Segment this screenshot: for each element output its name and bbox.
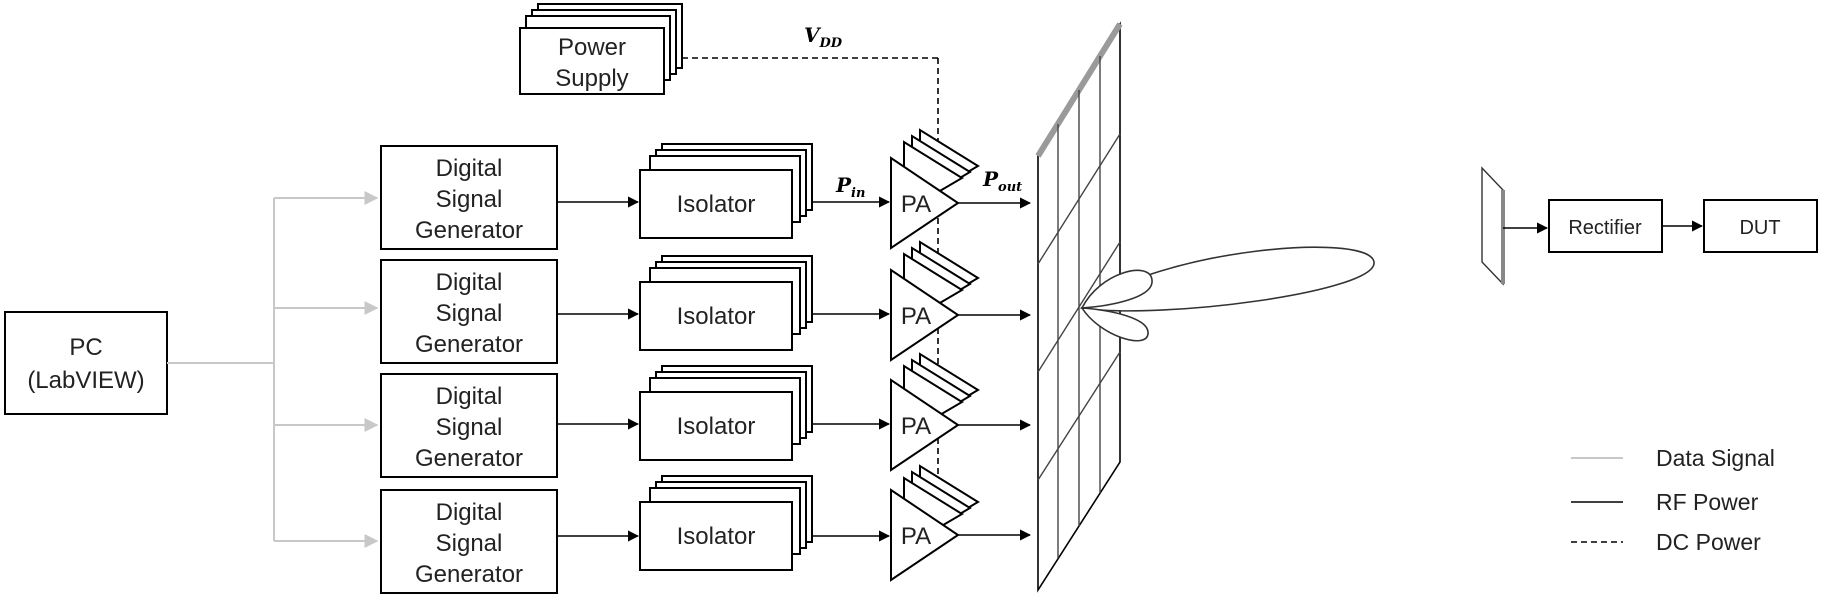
chain-1: Digital Signal Generator Isolator PA — [380, 128, 1032, 250]
power-amplifier-2: PA — [890, 240, 980, 362]
svg-text:Generator: Generator — [415, 561, 523, 588]
svg-text:Generator: Generator — [415, 331, 523, 358]
legend-dc-power-label: DC Power — [1656, 529, 1761, 555]
pc-block: PC (LabVIEW) — [4, 311, 168, 415]
chain-3: Digital Signal Generator Isolator PA — [380, 352, 1032, 478]
legend-data-signal-label: Data Signal — [1656, 445, 1775, 471]
svg-text:PA: PA — [901, 523, 931, 550]
svg-text:Signal: Signal — [436, 530, 503, 557]
svg-text:Digital: Digital — [436, 499, 503, 526]
isolator-2: Isolator — [639, 255, 813, 351]
pin-label: Pin — [835, 173, 865, 201]
svg-text:PA: PA — [901, 191, 931, 218]
chain-4: Digital Signal Generator Isolator PA — [380, 464, 1032, 594]
svg-text:Isolator: Isolator — [677, 303, 756, 330]
beam-pattern — [1080, 246, 1375, 342]
svg-text:DUT: DUT — [1739, 217, 1780, 239]
svg-text:Signal: Signal — [436, 300, 503, 327]
receiver-antenna — [1481, 166, 1505, 286]
pc-label-line1: PC — [69, 334, 102, 361]
digital-signal-generator-3: Digital Signal Generator — [380, 373, 558, 478]
legend-rf-power-label: RF Power — [1656, 489, 1759, 515]
svg-text:Digital: Digital — [436, 383, 503, 410]
digital-signal-generator-2: Digital Signal Generator — [380, 259, 558, 364]
svg-text:Generator: Generator — [415, 445, 523, 472]
dut-block: DUT — [1703, 199, 1818, 253]
power-amplifier-3: PA — [890, 352, 980, 472]
isolator-3: Isolator — [639, 365, 813, 461]
power-supply-label-line2: Supply — [555, 65, 628, 92]
svg-text:Signal: Signal — [436, 186, 503, 213]
power-amplifier-1: PA — [890, 128, 980, 250]
chain-2: Digital Signal Generator Isolator PA — [380, 240, 1032, 364]
isolator-1: Isolator — [639, 143, 813, 239]
power-supply-label-line1: Power — [558, 34, 626, 61]
power-supply-block: Power Supply — [519, 3, 683, 95]
svg-text:Digital: Digital — [436, 269, 503, 296]
pc-label-line2: (LabVIEW) — [27, 367, 144, 394]
isolator-4: Isolator — [639, 475, 813, 571]
rectifier-block: Rectifier — [1548, 199, 1663, 253]
svg-text:Isolator: Isolator — [677, 413, 756, 440]
svg-text:Signal: Signal — [436, 414, 503, 441]
vdd-label: VDD — [804, 23, 843, 51]
svg-text:Rectifier: Rectifier — [1568, 217, 1642, 239]
svg-text:Isolator: Isolator — [677, 191, 756, 218]
antenna-array — [1035, 21, 1123, 593]
digital-signal-generator-1: Digital Signal Generator — [380, 145, 558, 250]
svg-text:Isolator: Isolator — [677, 523, 756, 550]
svg-text:Generator: Generator — [415, 217, 523, 244]
data-signal-bus — [167, 191, 379, 548]
pout-label: Pout — [982, 167, 1022, 195]
digital-signal-generator-4: Digital Signal Generator — [380, 489, 558, 594]
power-amplifier-4: PA — [890, 464, 980, 582]
legend: Data Signal RF Power DC Power — [1571, 445, 1775, 555]
svg-text:PA: PA — [901, 303, 931, 330]
svg-text:Digital: Digital — [436, 155, 503, 182]
svg-text:PA: PA — [901, 413, 931, 440]
